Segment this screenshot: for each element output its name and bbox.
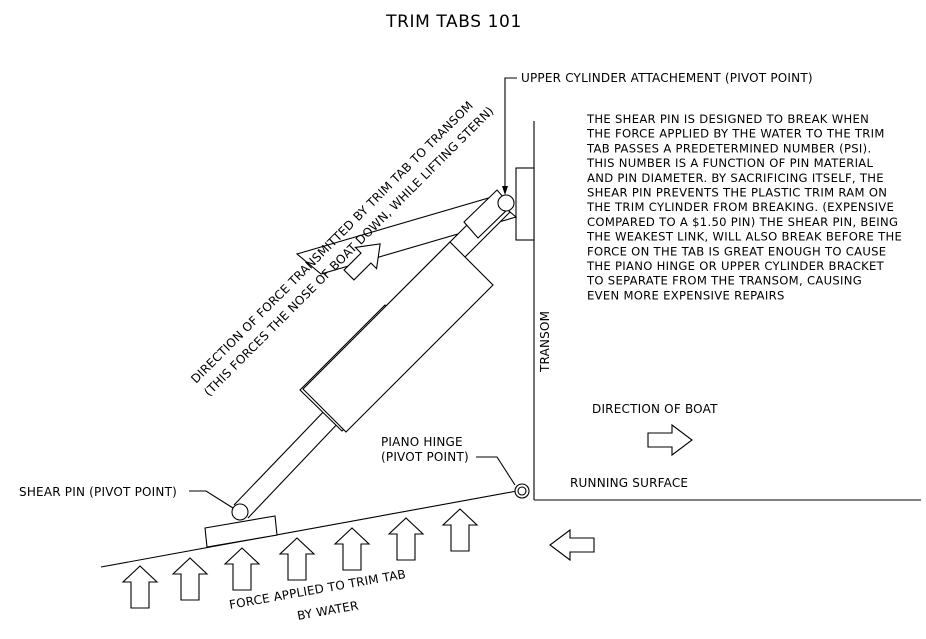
piano-hinge-label-line2: (PIVOT POINT) — [381, 450, 469, 464]
water-force-arrow — [122, 565, 158, 609]
direction-of-boat-label: DIRECTION OF BOAT — [592, 402, 718, 416]
piano-hinge-leader — [476, 456, 516, 486]
boat-direction-arrow — [647, 424, 693, 456]
piano-hinge-label-line1: PIANO HINGE — [381, 435, 463, 449]
water-flow-arrow — [549, 529, 595, 561]
explanation-line: THE PIANO HINGE OR UPPER CYLINDER BRACKE… — [586, 259, 885, 273]
water-force-arrow — [388, 517, 424, 561]
piano-hinge-inner — [517, 486, 527, 496]
upper-cylinder-bracket — [515, 167, 535, 241]
water-force-arrow — [224, 547, 260, 591]
shear-pin — [231, 503, 249, 521]
explanation-line: COMPARED TO A $1.50 PIN) THE SHEAR PIN, … — [587, 215, 898, 229]
explanation-line: THE TRIM CYLINDER FROM BREAKING. (EXPENS… — [586, 200, 894, 214]
explanation-text: THE SHEAR PIN IS DESIGNED TO BREAK WHEN … — [586, 112, 906, 302]
transom-label: TRANSOM — [538, 311, 552, 373]
cylinder-main-housing — [302, 241, 494, 433]
trim-tab-plate-top — [100, 490, 518, 568]
running-surface-label: RUNNING SURFACE — [570, 476, 688, 490]
water-force-arrow — [172, 557, 208, 601]
water-force-arrow — [334, 527, 370, 571]
tab-mount-block — [204, 515, 278, 548]
explanation-line: THE FORCE APPLIED BY THE WATER TO THE TR… — [586, 127, 885, 141]
upper-cylinder-leader — [504, 77, 517, 193]
explanation-line: TAB PASSES A PREDETERMINED NUMBER (PSI). — [586, 141, 871, 155]
cylinder-upper-body — [295, 196, 518, 275]
water-force-arrow — [442, 508, 478, 552]
explanation-line: THIS NUMBER IS A FUNCTION OF PIN MATERIA… — [586, 156, 874, 170]
diagram-title: TRIM TABS 101 — [385, 12, 522, 32]
explanation-line: FORCE ON THE TAB IS GREAT ENOUGH TO CAUS… — [587, 244, 886, 258]
explanation-line: EVEN MORE EXPENSIVE REPAIRS — [587, 288, 785, 302]
upper-cylinder-leader-arrowhead — [502, 186, 508, 195]
force-applied-label-line2: BY WATER — [296, 598, 360, 623]
explanation-line: AND PIN DIAMETER. BY SACRIFICING ITSELF,… — [587, 171, 884, 185]
explanation-line: THE WEAKEST LINK, WILL ALSO BREAK BEFORE… — [586, 230, 902, 244]
upper-pivot-pin — [497, 194, 515, 212]
water-force-arrow — [279, 537, 315, 581]
explanation-line: TO SEPARATE FROM THE TRANSOM, CAUSING — [586, 274, 862, 288]
explanation-line: SHEAR PIN PREVENTS THE PLASTIC TRIM RAM … — [587, 186, 887, 200]
explanation-line: THE SHEAR PIN IS DESIGNED TO BREAK WHEN — [586, 112, 869, 126]
upper-cylinder-label: UPPER CYLINDER ATTACHEMENT (PIVOT POINT) — [521, 71, 813, 85]
shear-pin-leader — [189, 490, 234, 509]
shear-pin-label: SHEAR PIN (PIVOT POINT) — [19, 485, 177, 499]
cylinder-ram — [233, 405, 343, 519]
